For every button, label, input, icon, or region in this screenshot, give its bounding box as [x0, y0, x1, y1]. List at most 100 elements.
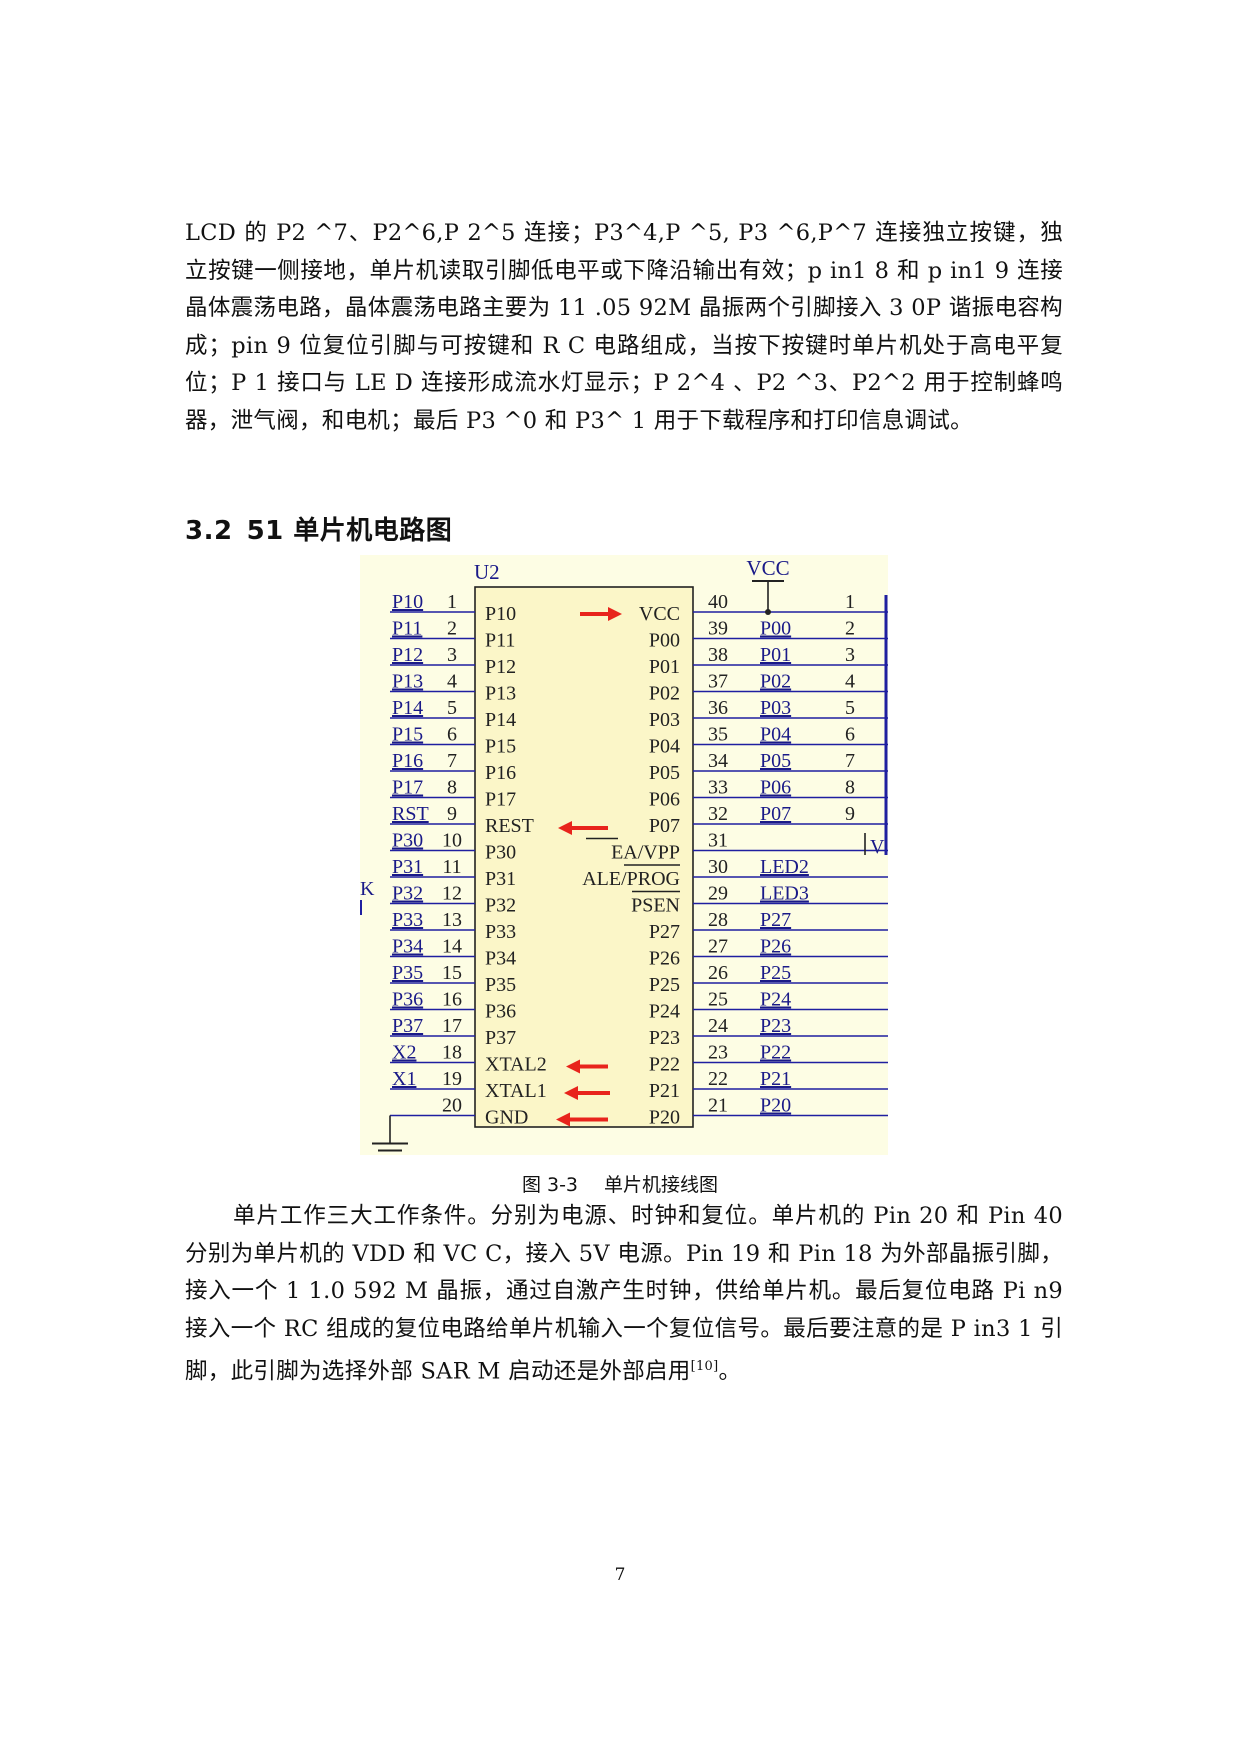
right-pin-name: P22: [649, 1054, 680, 1076]
left-net-label: P33: [392, 909, 423, 931]
left-pin-name: P13: [485, 683, 516, 705]
left-pin-number: 13: [442, 909, 462, 931]
right-net-label: P04: [760, 724, 791, 746]
left-pin-number: 10: [442, 830, 462, 852]
right-net-label: P01: [760, 644, 791, 666]
left-pin-name: P11: [485, 630, 515, 652]
right-net-label: P03: [760, 697, 791, 719]
right-net-label: P21: [760, 1068, 791, 1090]
right-pin-name: P01: [649, 656, 680, 678]
right-net-label: P00: [760, 618, 791, 640]
edge-label-v: V: [870, 836, 885, 858]
right-pin-number: 36: [708, 697, 728, 719]
right-pin-number: 26: [708, 962, 728, 984]
connector-pin-number: 2: [845, 618, 855, 640]
right-pin-number: 38: [708, 644, 728, 666]
right-pin-number: 31: [708, 830, 728, 852]
right-pin-number: 35: [708, 724, 728, 746]
left-net-label: P34: [392, 936, 423, 958]
right-net-label: P02: [760, 671, 791, 693]
right-net-label: P20: [760, 1095, 791, 1117]
vcc-arrow-head: [608, 607, 622, 621]
right-net-label: LED2: [760, 856, 809, 878]
left-net-label: P17: [392, 777, 423, 799]
right-pin-number: 27: [708, 936, 728, 958]
left-net-label: P31: [392, 856, 423, 878]
left-net-label: P10: [392, 591, 423, 613]
connector-pin-number: 3: [845, 644, 855, 666]
right-pin-number: 37: [708, 671, 728, 693]
right-net-label: P26: [760, 936, 791, 958]
right-net-label: P07: [760, 803, 791, 825]
connector-pin-number: 9: [845, 803, 855, 825]
left-pin-number: 11: [442, 856, 461, 878]
right-pin-name: P05: [649, 762, 680, 784]
right-pin-name: P06: [649, 789, 680, 811]
right-pin-number: 39: [708, 618, 728, 640]
left-pin-number: 4: [447, 671, 457, 693]
edge-label-k: K: [360, 878, 375, 900]
right-pin-name: P26: [649, 948, 680, 970]
left-pin-number: 9: [447, 803, 457, 825]
right-pin-number: 30: [708, 856, 728, 878]
right-pin-number: 32: [708, 803, 728, 825]
right-pin-name: ALE/PROG: [582, 868, 680, 890]
right-pin-name: P02: [649, 683, 680, 705]
left-net-label: P14: [392, 697, 423, 719]
connector-pin-number: 7: [845, 750, 855, 772]
right-pin-number: 21: [708, 1095, 728, 1117]
left-pin-name: P30: [485, 842, 516, 864]
section-number: 3.2: [185, 516, 233, 546]
left-net-label: P32: [392, 883, 423, 905]
left-pin-name: P15: [485, 736, 516, 758]
left-net-label: X2: [392, 1042, 416, 1064]
left-pin-name: P32: [485, 895, 516, 917]
vcc-label: VCC: [746, 556, 789, 580]
page-number: 7: [614, 1565, 626, 1585]
right-pin-number: 22: [708, 1068, 728, 1090]
right-pin-number: 23: [708, 1042, 728, 1064]
section-title: 51 单片机电路图: [246, 516, 453, 546]
body-paragraph-2: 单片工作三大工作条件。分别为电源、时钟和复位。单片机的 Pin 20 和 Pin…: [185, 1198, 1063, 1391]
left-pin-number: 6: [447, 724, 457, 746]
left-pin-number: 2: [447, 618, 457, 640]
right-pin-number: 24: [708, 1015, 728, 1037]
left-pin-number: 1: [447, 591, 457, 613]
left-net-label: P11: [392, 618, 422, 640]
left-pin-name: P12: [485, 656, 516, 678]
section-heading: 3.2 51 单片机电路图: [185, 510, 452, 547]
left-pin-name: P36: [485, 1001, 516, 1023]
body-paragraph-1: LCD 的 P2 ^7、P2^6,P 2^5 连接；P3^4,P ^5, P3 …: [185, 220, 1063, 434]
right-net-label: P27: [760, 909, 791, 931]
right-pin-name: P07: [649, 815, 680, 837]
connector-pin-number: 1: [845, 591, 855, 613]
left-pin-name: P31: [485, 868, 516, 890]
left-pin-name: P16: [485, 762, 516, 784]
right-net-label: P23: [760, 1015, 791, 1037]
right-pin-number: 28: [708, 909, 728, 931]
right-net-label: P06: [760, 777, 791, 799]
right-pin-name: P24: [649, 1001, 680, 1023]
left-pin-name: P10: [485, 603, 516, 625]
right-net-label: LED3: [760, 883, 809, 905]
left-pin-name: P37: [485, 1027, 516, 1049]
left-net-label: P16: [392, 750, 423, 772]
left-net-label: P15: [392, 724, 423, 746]
chip-reference: U2: [474, 560, 500, 584]
left-net-label: P35: [392, 962, 423, 984]
left-pin-name: XTAL1: [485, 1080, 547, 1102]
left-pin-number: 8: [447, 777, 457, 799]
paragraph-2-text: 单片工作三大工作条件。分别为电源、时钟和复位。单片机的 Pin 20 和 Pin…: [185, 1203, 1063, 1385]
left-net-label: P12: [392, 644, 423, 666]
left-pin-number: 5: [447, 697, 457, 719]
right-pin-name: PSEN: [631, 895, 680, 917]
left-pin-number: 18: [442, 1042, 462, 1064]
right-net-label: P22: [760, 1042, 791, 1064]
right-pin-number: 25: [708, 989, 728, 1011]
left-pin-name: P33: [485, 921, 516, 943]
left-net-label: P30: [392, 830, 423, 852]
left-net-label: X1: [392, 1068, 416, 1090]
caption-text: 单片机接线图: [604, 1174, 719, 1196]
